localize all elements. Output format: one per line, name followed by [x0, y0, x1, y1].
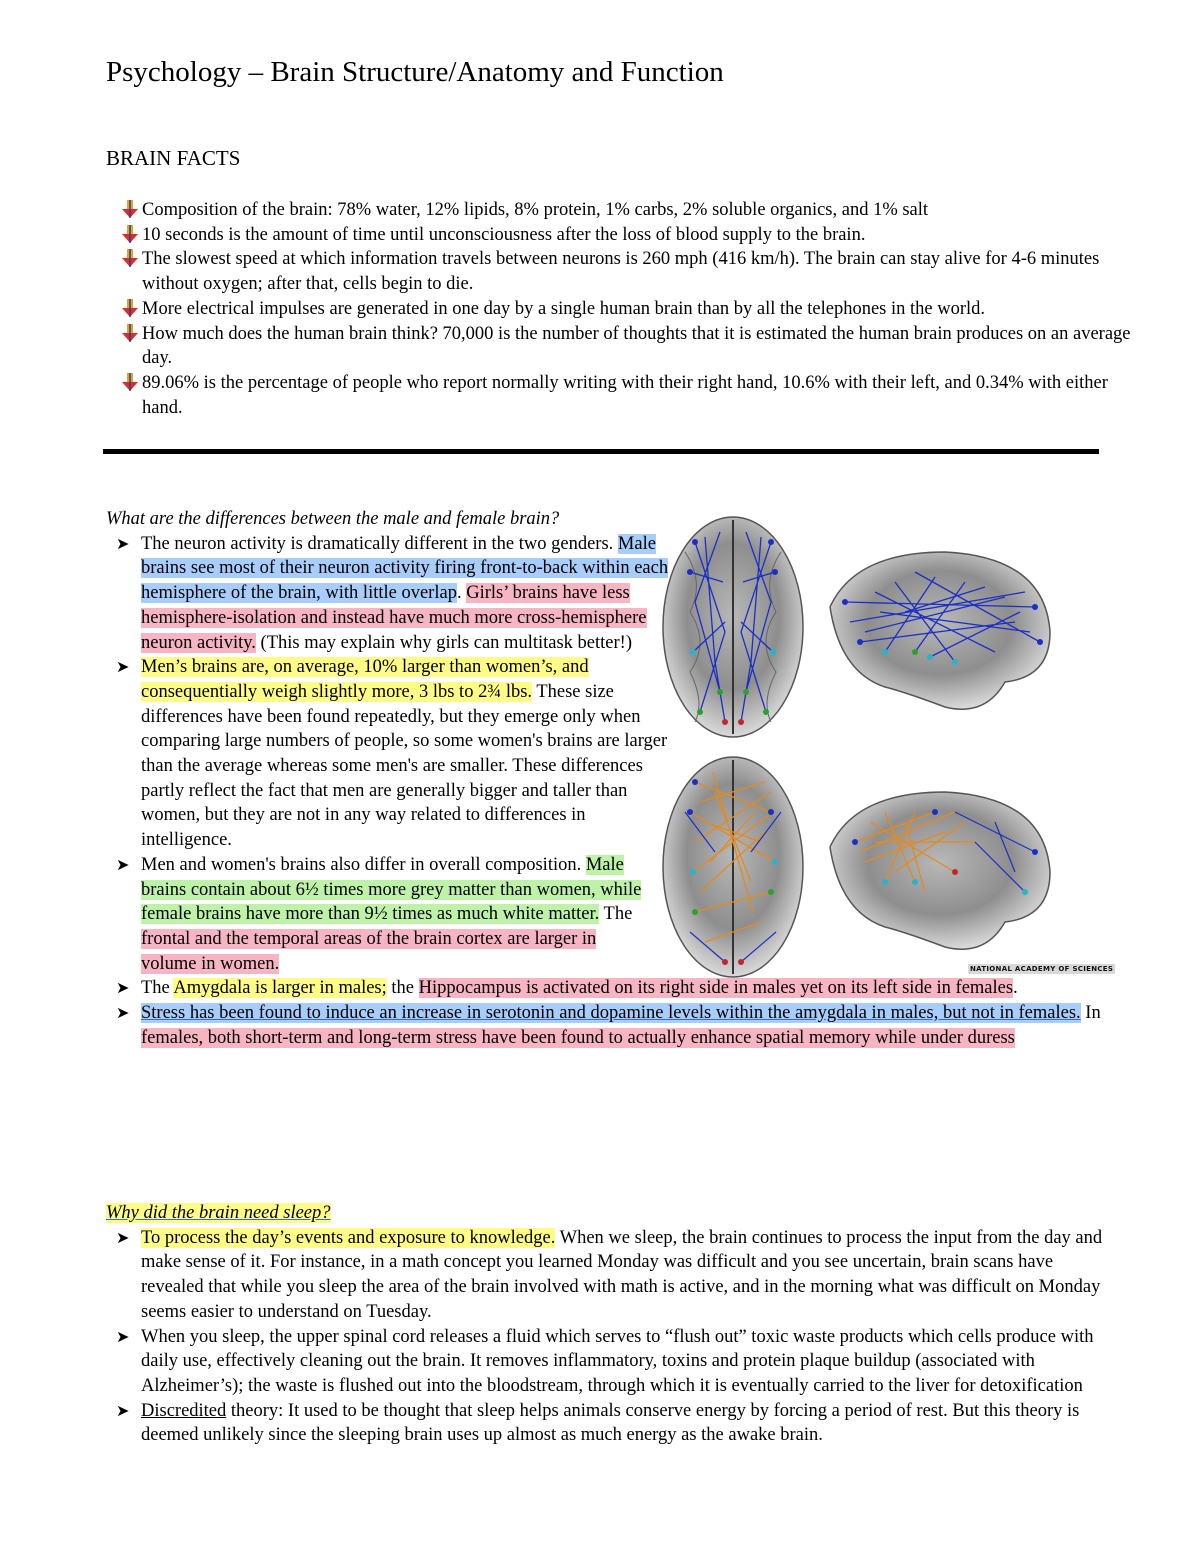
list-item: ➤ Discredited theory: It used to be thoug…: [106, 1399, 1116, 1448]
chevron-right-icon: ➤: [116, 978, 130, 998]
list-item: ➤ Stress has been found to induce an incr…: [106, 1001, 1116, 1050]
text-span: When you sleep, the upper spinal cord re…: [141, 1326, 1094, 1396]
sleep-section: Why did the brain need sleep? ➤ To proces…: [106, 1201, 1116, 1448]
highlight-yellow: Why did the brain need sleep?: [106, 1203, 331, 1223]
text-span: The: [599, 904, 633, 925]
sleep-list: ➤ To process the day’s events and exposur…: [106, 1226, 1116, 1448]
chevron-right-icon: ➤: [116, 1326, 130, 1346]
text-span: In: [1080, 1003, 1101, 1024]
female-side-view: [829, 791, 1051, 950]
fact-text: More electrical impulses are generated i…: [142, 298, 986, 319]
list-item: How much does the human brain think? 70,…: [120, 322, 1140, 371]
chevron-right-icon: ➤: [116, 1400, 130, 1420]
differences-section: What are the differences between the mal…: [106, 507, 1116, 1050]
list-item: ➤ Men and women's brains also differ in o…: [106, 853, 1116, 977]
facts-heading: BRAIN FACTS: [106, 146, 241, 170]
highlight-yellow: To process the day’s events and exposure…: [141, 1227, 556, 1248]
text-span: .: [456, 583, 467, 604]
sleep-question: Why did the brain need sleep?: [106, 1201, 1116, 1226]
male-top-view: [662, 516, 804, 738]
down-arrow-icon: [122, 372, 138, 391]
list-item: 89.06% is the percentage of people who r…: [120, 371, 1140, 420]
chevron-right-icon: ➤: [116, 533, 130, 553]
list-item: The slowest speed at which information t…: [120, 247, 1140, 296]
list-item: Composition of the brain: 78% water, 12%…: [120, 198, 1140, 223]
chevron-right-icon: ➤: [116, 1227, 130, 1247]
figure-credit: NATIONAL ACADEMY OF SCIENCES: [968, 964, 1116, 974]
list-item: ➤ The Amygdala is larger in males; the Hi…: [106, 976, 1116, 1001]
text-span: When we sleep, the brain continues to pr…: [141, 1227, 1103, 1322]
highlight-yellow: Amygdala is larger in males;: [173, 978, 387, 999]
down-arrow-icon: [122, 323, 138, 342]
fact-text: 89.06% is the percentage of people who r…: [142, 372, 1108, 418]
section-divider: [103, 449, 1099, 454]
text-span: (This may explain why girls can multitas…: [255, 632, 632, 653]
fact-text: How much does the human brain think? 70,…: [142, 323, 1131, 369]
down-arrow-icon: [122, 200, 138, 218]
list-item: ➤ The neuron activity is dramatically dif…: [106, 532, 681, 656]
list-item: ➤ To process the day’s events and exposur…: [106, 1226, 1116, 1325]
fact-text: Composition of the brain: 78% water, 12%…: [142, 200, 929, 220]
list-item: ➤ Men’s brains are, on average, 10% large…: [106, 655, 681, 853]
female-top-view: [662, 756, 804, 978]
list-item: More electrical impulses are generated i…: [120, 297, 1140, 322]
male-side-view: [829, 551, 1051, 710]
brain-facts-list: Composition of the brain: 78% water, 12%…: [120, 198, 1140, 420]
differences-list: ➤ The neuron activity is dramatically dif…: [106, 532, 1116, 1051]
page-title: Psychology – Brain Structure/Anatomy and…: [106, 56, 724, 88]
text-span: These size differences have been found r…: [141, 681, 668, 851]
fact-text: The slowest speed at which information t…: [142, 249, 1100, 295]
highlight-pink: Hippocampus is activated on its right si…: [418, 978, 1014, 999]
down-arrow-icon: [122, 298, 138, 317]
chevron-right-icon: ➤: [116, 657, 130, 677]
highlight-yellow: Men’s brains are, on average, 10% larger…: [141, 657, 589, 702]
text-span: .: [1013, 978, 1018, 999]
chevron-right-icon: ➤: [116, 854, 130, 874]
highlight-pink: females, both short-term and long-term s…: [141, 1027, 1015, 1048]
differences-question: What are the differences between the mal…: [106, 509, 560, 529]
text-span: the: [386, 978, 419, 999]
underlined-term: Discredited: [141, 1400, 227, 1421]
text-span: The: [141, 978, 174, 999]
chevron-right-icon: ➤: [116, 1003, 130, 1023]
down-arrow-icon: [122, 224, 138, 243]
fact-text: 10 seconds is the amount of time until u…: [142, 224, 866, 245]
down-arrow-icon: [122, 249, 138, 268]
highlight-pink: frontal and the temporal areas of the br…: [141, 928, 597, 974]
text-span: The neuron activity is dramatically diff…: [141, 533, 618, 554]
text-span: Men and women's brains also differ in ov…: [141, 854, 586, 875]
highlight-blue: Stress has been found to induce an incre…: [141, 1003, 1081, 1024]
brain-connectivity-illustration: [662, 516, 1051, 978]
list-item: ➤ When you sleep, the upper spinal cord r…: [106, 1325, 1116, 1399]
list-item: 10 seconds is the amount of time until u…: [120, 223, 1140, 248]
text-span: theory: It used to be thought that sleep…: [141, 1400, 1080, 1446]
